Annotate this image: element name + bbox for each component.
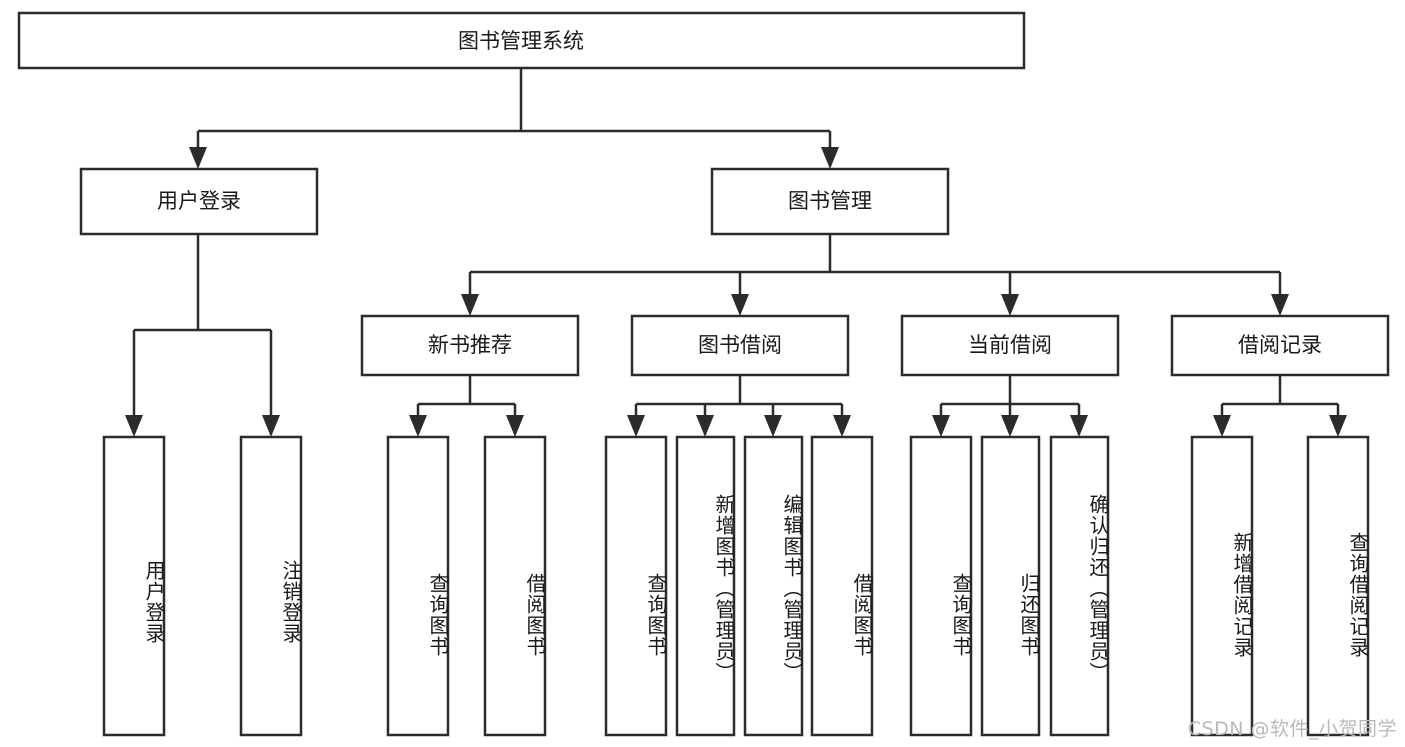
leaf-box-leaf-user-login[interactable]: [102, 435, 166, 737]
node-borrow-record[interactable]: 借阅记录: [1170, 314, 1390, 377]
leaf-box-leaf-borrow-book-1[interactable]: [483, 435, 547, 737]
node-current-borrow[interactable]: 当前借阅: [900, 314, 1120, 377]
arrow-head-leaf-return-book: [1001, 415, 1019, 437]
arrow-head-leaf-add-book: [696, 415, 714, 437]
node-book-borrow[interactable]: 图书借阅: [630, 314, 850, 377]
leaf-box-leaf-query-book-1[interactable]: [386, 435, 450, 737]
arrow-head-user-login: [189, 147, 207, 169]
node-user-login-label: 用户登录: [157, 189, 241, 213]
arrow-head-leaf-query-book-3: [932, 415, 950, 437]
node-book-borrow-label: 图书借阅: [698, 333, 782, 357]
node-current-borrow-label: 当前借阅: [968, 333, 1052, 357]
node-borrow-record-box[interactable]: [1170, 314, 1390, 377]
leaf-box-leaf-user-logout[interactable]: [239, 435, 303, 737]
arrow-head-leaf-user-logout: [262, 415, 280, 437]
arrow-head-leaf-confirm-return: [1070, 415, 1088, 437]
arrow-head-current-borrow: [1001, 294, 1019, 316]
leaf-box-leaf-edit-book[interactable]: [743, 435, 804, 737]
leaf-box-leaf-borrow-book-2[interactable]: [810, 435, 874, 737]
arrow-head-leaf-borrow-book-2: [833, 415, 851, 437]
arrow-head-leaf-borrow-book-1: [506, 415, 524, 437]
leaf-box-leaf-query-book-2[interactable]: [604, 435, 668, 737]
node-book-manage-box[interactable]: [710, 167, 950, 236]
arrow-head-book-manage: [821, 147, 839, 169]
node-book-manage-label: 图书管理: [788, 189, 872, 213]
node-book-manage[interactable]: 图书管理: [710, 167, 950, 236]
watermark-text: CSDN @软件_小贺同学: [1187, 718, 1397, 740]
arrow-head-leaf-edit-book: [764, 415, 782, 437]
leaf-box-leaf-query-book-3[interactable]: [909, 435, 973, 737]
arrow-head-leaf-user-login: [125, 415, 143, 437]
arrow-head-leaf-add-record: [1213, 415, 1231, 437]
leaf-box-leaf-add-record[interactable]: [1190, 435, 1254, 737]
leaf-box-group: [102, 435, 1370, 737]
leaf-box-leaf-add-book[interactable]: [675, 435, 736, 737]
node-borrow-record-label: 借阅记录: [1238, 333, 1322, 357]
node-root-box[interactable]: [17, 11, 1026, 70]
node-root-label: 图书管理系统: [458, 29, 584, 53]
node-user-login-box[interactable]: [79, 167, 319, 236]
arrow-head-leaf-query-book-2: [627, 415, 645, 437]
arrow-head-leaf-query-book-1: [409, 415, 427, 437]
leaf-box-leaf-confirm-return[interactable]: [1049, 435, 1110, 737]
node-new-book-recommend-label: 新书推荐: [428, 333, 512, 357]
node-new-book-recommend[interactable]: 新书推荐: [360, 314, 580, 377]
arrow-head-borrow-record: [1271, 294, 1289, 316]
node-root[interactable]: 图书管理系统: [17, 11, 1026, 70]
node-user-login[interactable]: 用户登录: [79, 167, 319, 236]
node-book-borrow-box[interactable]: [630, 314, 850, 377]
connector-group: [125, 68, 1347, 437]
arrow-head-book-borrow: [731, 294, 749, 316]
leaf-box-leaf-query-record[interactable]: [1306, 435, 1370, 737]
arrow-head-leaf-query-record: [1329, 415, 1347, 437]
leaf-box-leaf-return-book[interactable]: [980, 435, 1041, 737]
node-current-borrow-box[interactable]: [900, 314, 1120, 377]
node-new-book-recommend-box[interactable]: [360, 314, 580, 377]
arrow-head-new-book-recommend: [461, 294, 479, 316]
